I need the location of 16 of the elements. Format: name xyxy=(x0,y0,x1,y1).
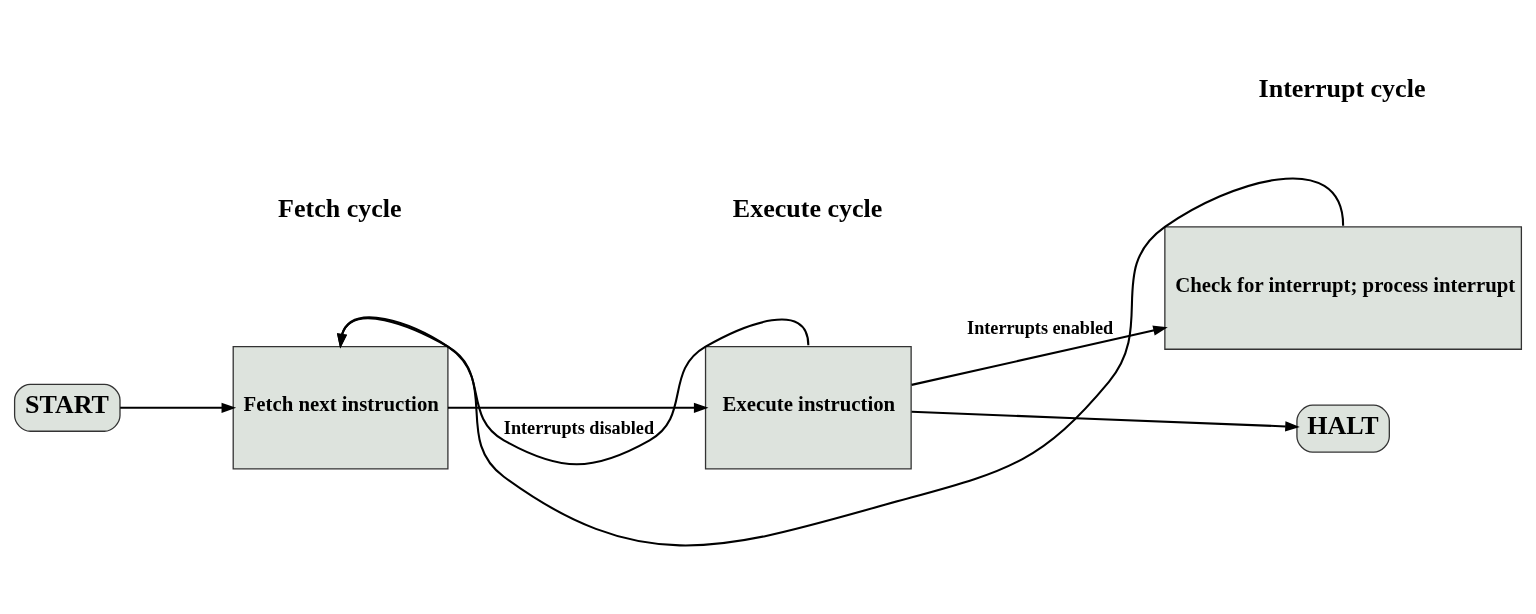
node-box: Fetch next instruction xyxy=(232,346,449,470)
label: Execute cycle xyxy=(732,193,883,223)
arrow xyxy=(911,410,1300,432)
node-box: START xyxy=(13,383,121,432)
node-box: Execute instruction xyxy=(704,346,912,470)
node-box: Check for interrupt; process interrupt xyxy=(1164,226,1523,350)
arrow xyxy=(120,402,237,413)
arrow xyxy=(336,177,1345,547)
label: Interrupt cycle xyxy=(1258,73,1426,103)
arrow xyxy=(911,325,1168,386)
arrow xyxy=(336,317,810,466)
node-box: HALT xyxy=(1296,404,1390,453)
edge-label: Interrupts enabled xyxy=(967,317,1114,338)
arrow xyxy=(448,402,709,413)
edge-label: Interrupts disabled xyxy=(503,418,655,439)
label: Fetch cycle xyxy=(278,193,402,223)
